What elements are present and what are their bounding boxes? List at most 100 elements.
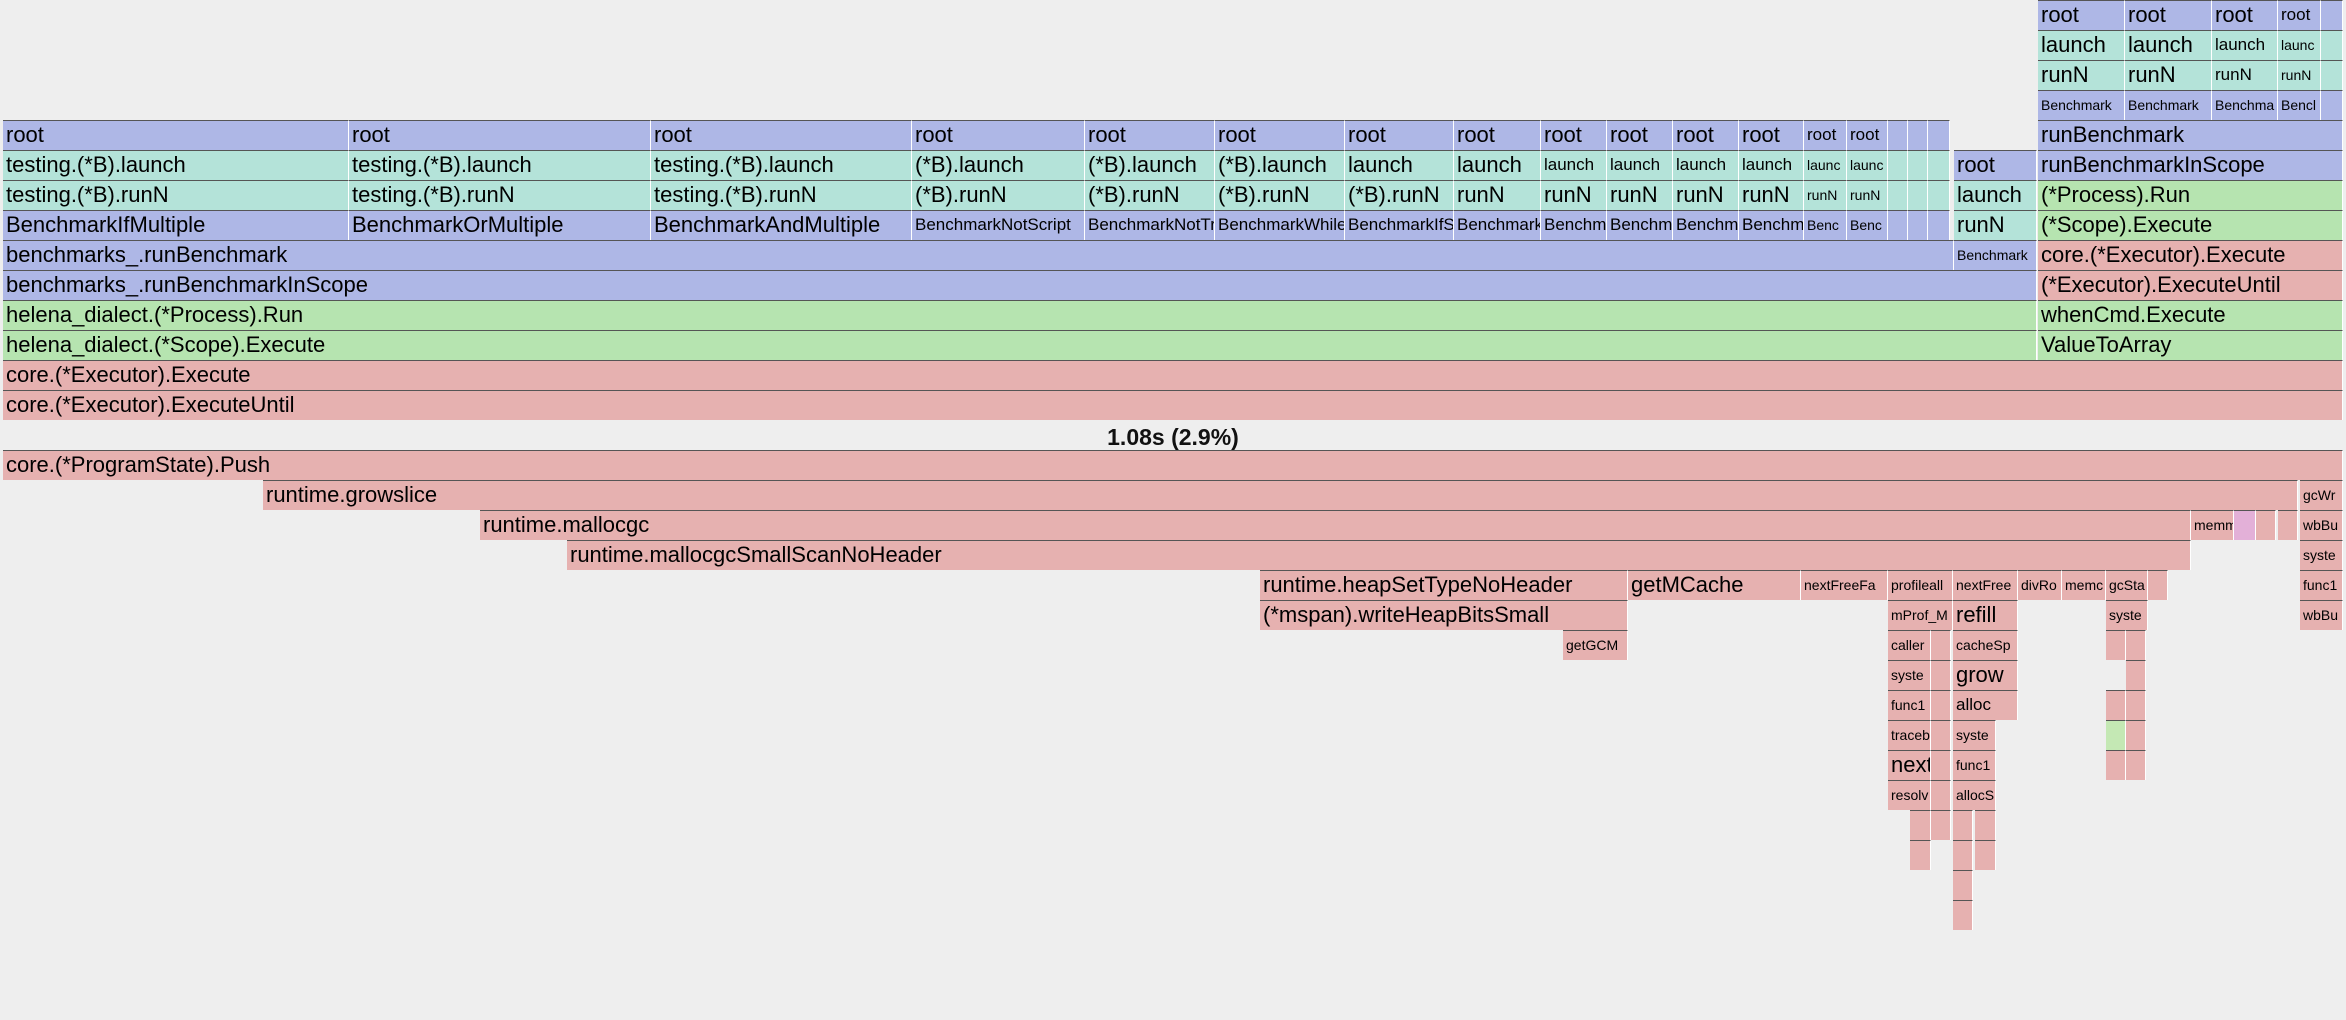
frame-root[interactable]: root: [3, 120, 349, 150]
frame-benchmark-not-script[interactable]: BenchmarkNotScript: [912, 210, 1085, 240]
frame-benchmark[interactable]: Benchm: [1607, 210, 1673, 240]
frame-system[interactable]: syste: [1953, 720, 1996, 750]
frame-runn[interactable]: runN: [1673, 180, 1739, 210]
frame-narrow[interactable]: [1975, 810, 1996, 840]
frame-gc-wr[interactable]: gcWr: [2300, 480, 2343, 510]
frame-root[interactable]: root: [1954, 150, 2037, 180]
frame-get-mcache[interactable]: getMCache: [1628, 570, 1801, 600]
frame-system[interactable]: syste: [1888, 660, 1931, 690]
frame-root[interactable]: root: [1847, 120, 1888, 150]
frame-executor-execute[interactable]: core.(*Executor).Execute: [3, 360, 2343, 390]
frame-traceback[interactable]: traceb: [1888, 720, 1931, 750]
frame-benchmark-or-multiple[interactable]: BenchmarkOrMultiple: [349, 210, 651, 240]
frame-root[interactable]: root: [2278, 0, 2321, 30]
frame-narrow[interactable]: [2126, 690, 2146, 720]
frame-value-to-array[interactable]: ValueToArray: [2038, 330, 2343, 360]
frame-runn[interactable]: runN: [1804, 180, 1847, 210]
frame-root-narrow[interactable]: [2321, 0, 2343, 30]
frame-benchmark[interactable]: Benchm: [1739, 210, 1804, 240]
frame-gc-start[interactable]: gcSta: [2106, 570, 2148, 600]
frame-benchmark-narrow[interactable]: [1908, 210, 1928, 240]
frame-mprof[interactable]: mProf_M: [1888, 600, 1953, 630]
frame-benchmark[interactable]: Benchmark: [1954, 240, 2037, 270]
frame-refill[interactable]: refill: [1953, 600, 2018, 630]
frame-runn[interactable]: runN: [1847, 180, 1888, 210]
frame-launch[interactable]: launch: [1454, 150, 1541, 180]
frame-scope-execute[interactable]: helena_dialect.(*Scope).Execute: [3, 330, 2037, 360]
frame-root[interactable]: root: [2125, 0, 2212, 30]
frame-cache-span[interactable]: cacheSp: [1953, 630, 2018, 660]
frame-narrow[interactable]: [2126, 750, 2146, 780]
frame-mallocgc[interactable]: runtime.mallocgc: [480, 510, 2191, 540]
frame-benchmark[interactable]: Benchmark: [2038, 90, 2125, 120]
frame-narrow[interactable]: [1931, 660, 1951, 690]
frame-launch[interactable]: launc: [1804, 150, 1847, 180]
frame-b-runn[interactable]: (*B).runN: [1345, 180, 1454, 210]
frame-runn[interactable]: runN: [1541, 180, 1607, 210]
frame-func1[interactable]: func1: [1888, 690, 1931, 720]
frame-wb-bu[interactable]: wbBu: [2300, 510, 2343, 540]
frame-launch[interactable]: launch: [2038, 30, 2125, 60]
frame-memc[interactable]: memc: [2062, 570, 2106, 600]
frame-root[interactable]: root: [1454, 120, 1541, 150]
frame-mallocgc-small-scan[interactable]: runtime.mallocgcSmallScanNoHeader: [567, 540, 2191, 570]
frame-benchmark-narrow[interactable]: [1928, 210, 1950, 240]
frame-executor-execute-until[interactable]: core.(*Executor).ExecuteUntil: [3, 390, 2343, 420]
frame-runn[interactable]: runN: [1607, 180, 1673, 210]
frame-narrow[interactable]: [1953, 870, 1973, 900]
frame-root[interactable]: root: [912, 120, 1085, 150]
frame-executor-execute[interactable]: core.(*Executor).Execute: [2038, 240, 2343, 270]
frame-launch[interactable]: launch: [2125, 30, 2212, 60]
frame-benchmark-and-multiple[interactable]: BenchmarkAndMultiple: [651, 210, 912, 240]
frame-root[interactable]: root: [1673, 120, 1739, 150]
frame-b-runn[interactable]: (*B).runN: [1215, 180, 1345, 210]
frame-launch[interactable]: launch: [1954, 180, 2037, 210]
frame-launch-narrow[interactable]: [1908, 150, 1928, 180]
frame-launch-narrow[interactable]: [2321, 30, 2343, 60]
frame-launch[interactable]: launch: [1345, 150, 1454, 180]
frame-narrow[interactable]: [2126, 660, 2146, 690]
frame-runn-narrow[interactable]: [1888, 180, 1908, 210]
frame-get-gcm[interactable]: getGCM: [1563, 630, 1628, 660]
frame-root[interactable]: root: [2212, 0, 2278, 30]
frame-narrow[interactable]: [2148, 570, 2168, 600]
frame-process-run[interactable]: helena_dialect.(*Process).Run: [3, 300, 2037, 330]
frame-narrow[interactable]: [1975, 840, 1996, 870]
frame-write-heap-bits[interactable]: (*mspan).writeHeapBitsSmall: [1260, 600, 1628, 630]
frame-process-run[interactable]: (*Process).Run: [2038, 180, 2343, 210]
frame-runn[interactable]: runN: [2212, 60, 2278, 90]
frame-narrow[interactable]: [1931, 780, 1951, 810]
frame-next-free-fast[interactable]: nextFreeFa: [1801, 570, 1888, 600]
frame-run-benchmark-in-scope[interactable]: runBenchmarkInScope: [2038, 150, 2343, 180]
frame-narrow[interactable]: [1910, 840, 1931, 870]
frame-benchmark[interactable]: Benchma: [1541, 210, 1607, 240]
frame-launch-narrow[interactable]: [1888, 150, 1908, 180]
frame-b-launch[interactable]: (*B).launch: [1085, 150, 1215, 180]
frame-narrow[interactable]: [1931, 690, 1951, 720]
frame-runn-narrow[interactable]: [1928, 180, 1950, 210]
frame-narrow[interactable]: [1953, 810, 1973, 840]
frame-profile-alloc[interactable]: profileall: [1888, 570, 1953, 600]
frame-scope-execute[interactable]: (*Scope).Execute: [2038, 210, 2343, 240]
frame-runn[interactable]: runN: [1454, 180, 1541, 210]
frame-benchmark[interactable]: Benchmark: [2125, 90, 2212, 120]
frame-root-narrow[interactable]: [1888, 120, 1908, 150]
frame-root[interactable]: root: [651, 120, 912, 150]
frame-run-benchmark[interactable]: benchmarks_.runBenchmark: [3, 240, 1954, 270]
frame-runn[interactable]: runN: [2038, 60, 2125, 90]
frame-next[interactable]: next: [1888, 750, 1931, 780]
frame-narrow[interactable]: [2106, 720, 2126, 750]
frame-b-runn[interactable]: testing.(*B).runN: [651, 180, 912, 210]
frame-alloc-s[interactable]: allocS: [1953, 780, 1996, 810]
frame-b-launch[interactable]: (*B).launch: [912, 150, 1085, 180]
frame-narrow[interactable]: [2126, 720, 2146, 750]
frame-root[interactable]: root: [1541, 120, 1607, 150]
frame-runn[interactable]: runN: [2278, 60, 2321, 90]
frame-runn[interactable]: runN: [1739, 180, 1804, 210]
frame-benchmark[interactable]: Benchma: [2212, 90, 2278, 120]
frame-benchmark-if-multiple[interactable]: BenchmarkIfMultiple: [3, 210, 349, 240]
frame-b-launch[interactable]: testing.(*B).launch: [651, 150, 912, 180]
frame-b-runn[interactable]: (*B).runN: [1085, 180, 1215, 210]
frame-narrow[interactable]: [2234, 510, 2256, 540]
frame-root-narrow[interactable]: [1908, 120, 1928, 150]
